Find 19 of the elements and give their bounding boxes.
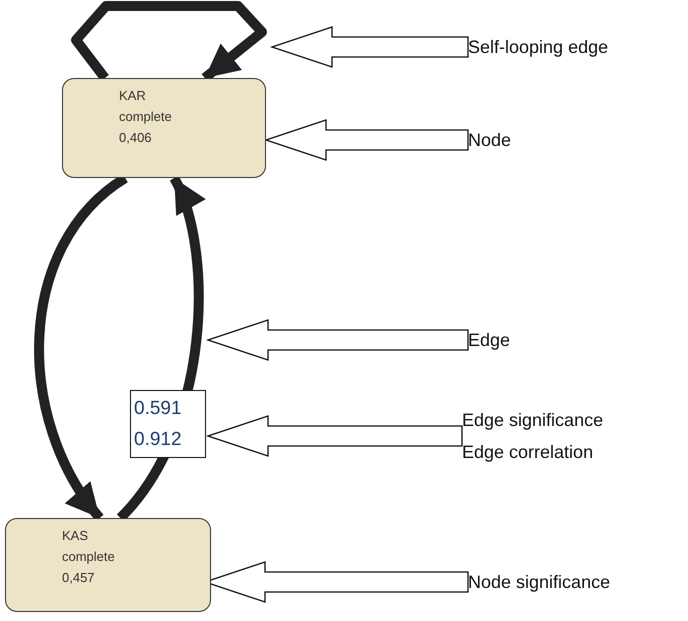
hollow-arrow — [264, 119, 469, 161]
annotation-text: Node significance — [468, 566, 678, 598]
hollow-arrow — [270, 26, 469, 68]
annotation-text: Self-looping edge — [468, 31, 678, 63]
node-text: KAR — [119, 87, 147, 105]
node-text: complete — [62, 548, 116, 566]
edge-label: 0.591 0.912 — [130, 390, 206, 458]
hollow-arrow — [206, 415, 463, 457]
annotation-text: Node — [468, 124, 548, 156]
node-text: complete — [119, 108, 173, 126]
node-text: KAS — [62, 527, 90, 545]
graph-node — [62, 78, 266, 178]
annotation-text: Edge correlation — [462, 441, 594, 464]
annotation-text: Edge — [468, 324, 548, 356]
graph-node — [5, 518, 211, 612]
hollow-arrow — [206, 319, 469, 361]
node-text: 0,457 — [62, 569, 96, 587]
node-text: 0,406 — [119, 129, 153, 147]
annotation-text: Edge significance — [462, 409, 604, 432]
